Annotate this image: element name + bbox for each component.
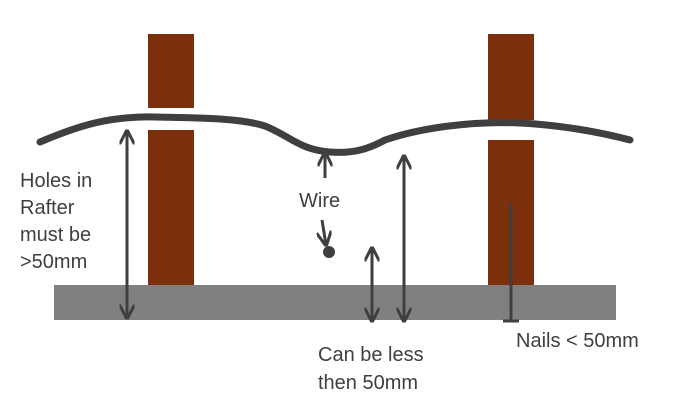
- holes-label-line2: Rafter: [20, 197, 75, 219]
- can-be-less-label-line2: then 50mm: [318, 372, 418, 394]
- base-beam: [54, 285, 616, 320]
- rafter-left: [148, 34, 194, 286]
- holes-label-line3: must be: [20, 224, 91, 246]
- nails-label: Nails < 50mm: [516, 330, 639, 352]
- holes-label-line1: Holes in: [20, 170, 92, 192]
- holes-label-line4: >50mm: [20, 251, 87, 273]
- can-be-less-label-line1: Can be less: [318, 344, 424, 366]
- wire-dot: [323, 246, 335, 258]
- wire-pointer-down-arrow: [322, 219, 326, 245]
- wire-label: Wire: [299, 190, 340, 212]
